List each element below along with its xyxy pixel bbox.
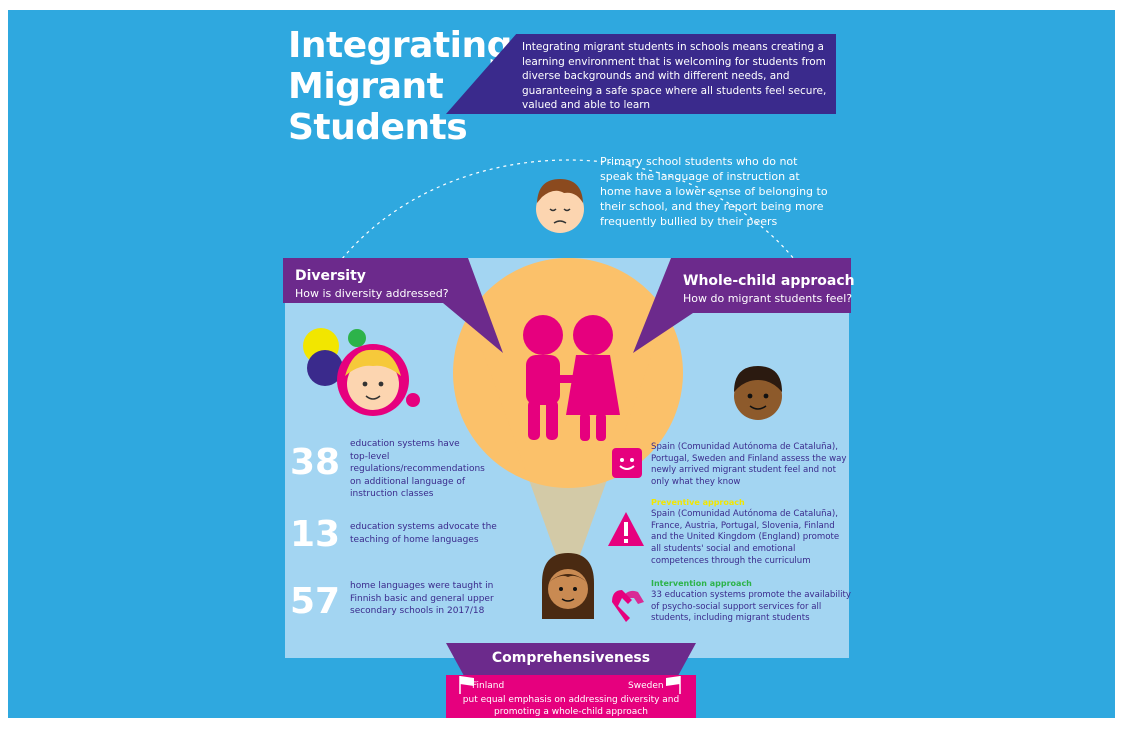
assessment-text: Spain (Comunidad Autónoma de Cataluña), … bbox=[651, 442, 847, 488]
whole-child-title: Whole-child approach bbox=[683, 273, 855, 289]
sweden-label: Sweden bbox=[628, 681, 664, 691]
warning-icon bbox=[608, 512, 644, 546]
finland-label: Finland bbox=[472, 681, 505, 691]
diversity-title: Diversity bbox=[295, 268, 366, 284]
stat-text-38: education systems have top-level regulat… bbox=[350, 439, 485, 499]
diversity-subtitle: How is diversity addressed? bbox=[295, 287, 449, 300]
infographic: Integrating Migrant Students Integrating… bbox=[8, 10, 1115, 718]
preventive-approach-text: Spain (Comunidad Autónoma de Cataluña), … bbox=[651, 509, 840, 566]
title-line-3: Students bbox=[288, 107, 468, 148]
page-title: Integrating Migrant Students bbox=[288, 25, 512, 148]
stat-text-57: home languages were taught in Finnish ba… bbox=[350, 581, 494, 616]
comprehensiveness-text: put equal emphasis on addressing diversi… bbox=[462, 695, 680, 717]
comprehensiveness-box bbox=[446, 675, 696, 718]
children-silhouette-icon bbox=[523, 315, 620, 441]
title-line-2: Migrant bbox=[288, 66, 444, 107]
primary-school-note: Primary school students who do not speak… bbox=[600, 155, 828, 228]
title-line-1: Integrating bbox=[288, 25, 512, 66]
intro-text: Integrating migrant students in schools … bbox=[522, 41, 827, 111]
stat-number-13: 13 bbox=[290, 514, 341, 555]
helping-hands-icon bbox=[612, 590, 644, 622]
diversity-tab-shape bbox=[283, 258, 503, 353]
sweden-flag-icon bbox=[666, 676, 681, 694]
comprehensiveness-title-bar bbox=[446, 643, 696, 675]
curly-hair-boy-icon bbox=[734, 366, 782, 420]
blonde-girl-icon bbox=[303, 328, 420, 416]
finland-flag-icon bbox=[459, 676, 474, 694]
stat-number-38: 38 bbox=[290, 442, 341, 483]
dark-hair-girl-icon bbox=[542, 553, 594, 619]
intervention-approach-label: Intervention approach bbox=[651, 579, 752, 588]
whole-child-subtitle: How do migrant students feel? bbox=[683, 292, 853, 305]
stat-text-13: education systems advocate the teaching … bbox=[350, 522, 497, 545]
stat-number-57: 57 bbox=[290, 581, 341, 622]
comprehensiveness-title: Comprehensiveness bbox=[491, 650, 651, 666]
intro-banner bbox=[446, 34, 836, 114]
preventive-approach-label: Preventive approach bbox=[651, 498, 745, 507]
sad-boy-icon bbox=[536, 179, 584, 233]
whole-child-tab-shape bbox=[633, 258, 851, 353]
intervention-approach-text: 33 education systems promote the availab… bbox=[651, 590, 851, 624]
smiley-icon bbox=[612, 448, 642, 478]
central-circle-graphic bbox=[453, 258, 683, 555]
